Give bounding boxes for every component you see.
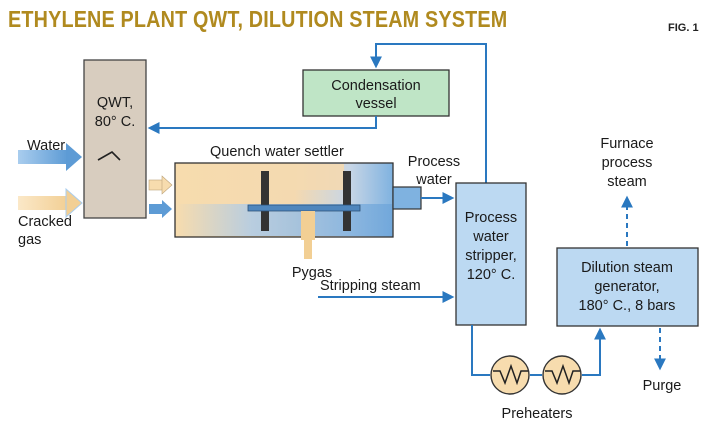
qwt-to-settler-oil-arrow <box>148 179 164 191</box>
water-feed-arrow <box>18 150 68 164</box>
process-water-label-line1: Process <box>408 154 460 170</box>
generator-label-line1: Dilution steam <box>581 260 673 276</box>
qwt-to-settler-water-arrowhead <box>162 200 172 218</box>
qwt-tower <box>83 59 147 219</box>
dilution-steam-generator <box>556 247 699 327</box>
furnace-steam-label-line3: steam <box>607 174 647 190</box>
settler-weir-left <box>261 171 269 231</box>
figure-title: ETHYLENE PLANT QWT, DILUTION STEAM SYSTE… <box>8 6 508 32</box>
generator-label-line3: 180° C., 8 bars <box>579 298 676 314</box>
process-water-label-line2: water <box>415 172 452 188</box>
water-feed-arrowhead <box>66 143 82 171</box>
pygas-label: Pygas <box>292 265 332 281</box>
cracked-gas-arrow <box>18 196 68 210</box>
cracked-gas-label-line2: gas <box>18 232 41 248</box>
settler-nozzle <box>392 186 422 210</box>
qwt-internal-baffle <box>97 151 121 161</box>
stripper-label-line2: water <box>472 229 509 245</box>
pygas-pipe <box>304 212 312 259</box>
qwt-to-settler-oil-arrowhead <box>161 175 173 195</box>
settler-weir-right <box>343 171 351 231</box>
qwt-label-line1: QWT, <box>97 95 133 111</box>
settler-internal-pipe <box>247 204 361 212</box>
generator-label-line2: generator, <box>594 279 659 295</box>
stripper-label-line1: Process <box>465 210 517 226</box>
furnace-steam-label-line2: process <box>602 155 653 171</box>
water-label: Water <box>27 138 65 154</box>
figure-number: FIG. 1 <box>668 22 699 34</box>
preheater-1 <box>490 355 530 395</box>
settler-oil-pocket <box>270 164 344 190</box>
stripper-label-line3: stripper, <box>465 248 517 264</box>
qwt-to-settler-water-arrow <box>149 204 163 214</box>
condensation-label-line2: vessel <box>355 96 396 112</box>
stripper-label-line4: 120° C. <box>467 267 516 283</box>
preheaters-label: Preheaters <box>502 406 573 422</box>
process-water-stripper <box>455 182 527 326</box>
stripping-steam-label: Stripping steam <box>320 278 421 294</box>
preheater-2 <box>542 355 582 395</box>
cracked-gas-label-line1: Cracked <box>18 214 72 230</box>
cracked-gas-arrowhead <box>65 187 83 219</box>
condensate-return-line <box>147 116 377 134</box>
qwt-label-line2: 80° C. <box>95 114 135 130</box>
condensation-vessel <box>302 69 450 117</box>
furnace-steam-label-line1: Furnace <box>600 136 653 152</box>
stripper-bottoms-line <box>471 325 490 376</box>
purge-label: Purge <box>643 378 682 394</box>
generator-feed-line <box>582 327 606 376</box>
settler-label: Quench water settler <box>210 144 344 160</box>
stripper-overhead-line <box>370 43 487 183</box>
condensation-label-line1: Condensation <box>331 78 421 94</box>
